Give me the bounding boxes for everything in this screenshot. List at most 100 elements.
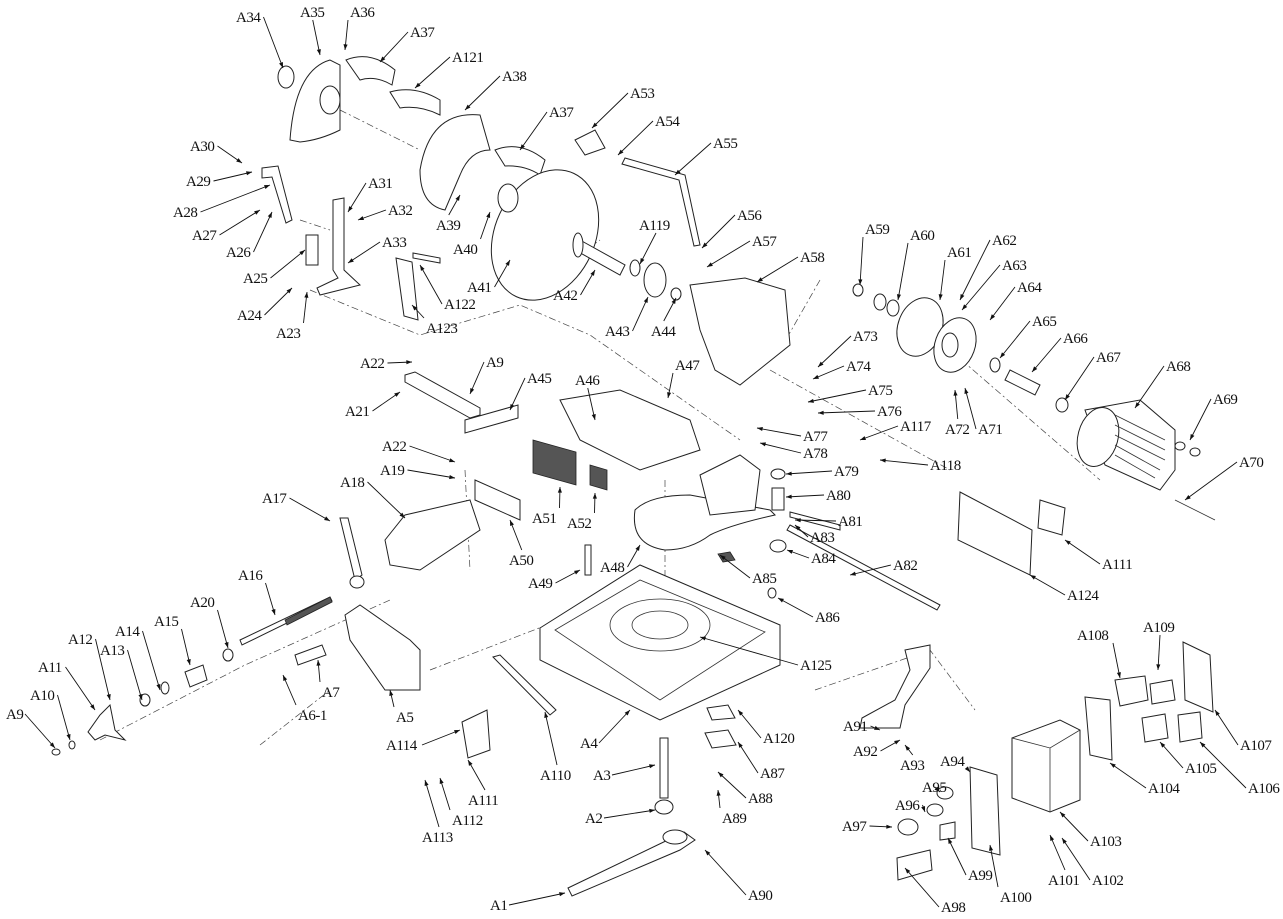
arrowhead-icon <box>649 808 655 813</box>
arrowhead-icon <box>510 404 515 410</box>
leader-line-a109 <box>1157 634 1161 671</box>
arrowhead-icon <box>343 44 348 50</box>
leader-line-a17 <box>289 497 331 522</box>
arrowhead-icon <box>1050 835 1055 841</box>
arrowhead-icon <box>574 570 580 575</box>
leader-line-a76 <box>817 410 876 414</box>
arrowhead-icon <box>590 270 595 276</box>
leader-line-a12 <box>95 638 111 701</box>
leader-line-a77 <box>756 427 802 437</box>
arrowhead-icon <box>1185 495 1191 500</box>
callout-label-a90: A90 <box>748 888 772 904</box>
callout-label-a22: A22 <box>360 356 384 372</box>
arrowhead-icon <box>1065 394 1070 400</box>
arrowhead-icon <box>520 144 525 150</box>
callout-label-a27: A27 <box>192 228 217 244</box>
leader-line-a9 <box>24 713 56 749</box>
arrowhead-icon <box>299 250 305 256</box>
arrowhead-icon <box>905 745 911 751</box>
leader-line-a53 <box>591 92 629 129</box>
arrowhead-icon <box>591 414 596 420</box>
callout-label-a71: A71 <box>978 422 1002 438</box>
callout-label-a63: A63 <box>1002 258 1026 274</box>
callout-label-a4: A4 <box>580 736 598 752</box>
arrowhead-icon <box>138 694 143 700</box>
callout-label-a10: A10 <box>30 688 54 704</box>
arrowhead-icon <box>948 838 953 844</box>
arrowhead-icon <box>592 493 597 499</box>
arrowhead-icon <box>1110 763 1116 768</box>
leader-line-a71 <box>964 387 977 430</box>
callout-label-a26: A26 <box>226 245 251 261</box>
callout-label-a91: A91 <box>843 719 867 735</box>
callout-label-a16: A16 <box>238 568 263 584</box>
arrowhead-icon <box>1060 812 1066 818</box>
arrowhead-icon <box>304 292 309 298</box>
leader-line-a103 <box>1059 811 1089 842</box>
leader-line-a106 <box>1199 741 1247 789</box>
callout-label-a78: A78 <box>803 446 827 462</box>
leader-line-a22 <box>409 445 456 463</box>
callout-label-a5: A5 <box>396 710 413 726</box>
leader-line-a62 <box>959 239 991 301</box>
leader-line-a19 <box>407 469 456 479</box>
leader-line-a61 <box>939 259 946 301</box>
callout-label-a95: A95 <box>922 780 946 796</box>
leader-line-a37 <box>379 31 409 63</box>
callout-label-a125: A125 <box>800 658 831 674</box>
callout-label-a55: A55 <box>713 136 737 152</box>
callout-label-a17: A17 <box>262 491 287 507</box>
callout-label-a30: A30 <box>190 139 214 155</box>
callout-label-a82: A82 <box>893 558 917 574</box>
arrowhead-icon <box>1030 575 1036 580</box>
arrowhead-icon <box>962 304 968 310</box>
callout-label-a18: A18 <box>340 475 364 491</box>
leader-line-a60 <box>897 242 909 301</box>
leader-line-a66 <box>1031 337 1062 373</box>
arrowhead-icon <box>1190 434 1195 440</box>
callout-label-a12: A12 <box>68 632 92 648</box>
arrowhead-icon <box>700 636 706 641</box>
callout-label-a123: A123 <box>426 321 457 337</box>
callout-label-a94: A94 <box>940 754 965 770</box>
wheel-guard-cover-part <box>289 59 341 143</box>
callout-label-a83: A83 <box>810 530 834 546</box>
control-panel-part <box>969 766 1001 856</box>
arrowhead-icon <box>186 659 191 665</box>
leader-line-a73 <box>817 335 852 368</box>
callout-label-a39: A39 <box>436 218 460 234</box>
arrowhead-icon <box>640 258 645 264</box>
arrowhead-icon <box>1200 742 1206 748</box>
callout-label-a97: A97 <box>842 819 867 835</box>
arrowhead-icon <box>705 850 711 856</box>
callout-label-a43: A43 <box>605 324 629 340</box>
arrowhead-icon <box>1062 838 1067 844</box>
arrowhead-icon <box>486 212 491 218</box>
arrowhead-icon <box>267 212 272 218</box>
leader-line-a107 <box>1214 709 1239 746</box>
leader-line-a28 <box>200 184 271 213</box>
callout-label-a118: A118 <box>930 458 961 474</box>
arrowhead-icon <box>236 158 242 163</box>
arrowhead-icon <box>718 772 724 778</box>
callout-label-a31: A31 <box>368 176 392 192</box>
callout-label-a38: A38 <box>502 69 526 85</box>
leader-line-a111 <box>1064 539 1101 565</box>
leader-line-a68 <box>1134 365 1165 409</box>
arrowhead-icon <box>449 475 455 480</box>
callout-label-a40: A40 <box>453 242 477 258</box>
callout-label-a53: A53 <box>630 86 654 102</box>
arrowhead-icon <box>264 185 270 189</box>
callout-label-a117: A117 <box>900 419 932 435</box>
leader-line-a43 <box>632 296 649 332</box>
callout-label-a33: A33 <box>382 235 406 251</box>
callout-label-a66: A66 <box>1063 331 1088 347</box>
callout-label-a74: A74 <box>846 359 871 375</box>
callout-label-a88: A88 <box>748 791 772 807</box>
leader-line-a75 <box>807 389 867 403</box>
arrowhead-icon <box>399 512 405 518</box>
arrowhead-icon <box>1135 402 1140 408</box>
arrowhead-icon <box>557 487 562 493</box>
callout-label-a93: A93 <box>900 758 924 774</box>
leader-line-a100 <box>989 844 999 888</box>
